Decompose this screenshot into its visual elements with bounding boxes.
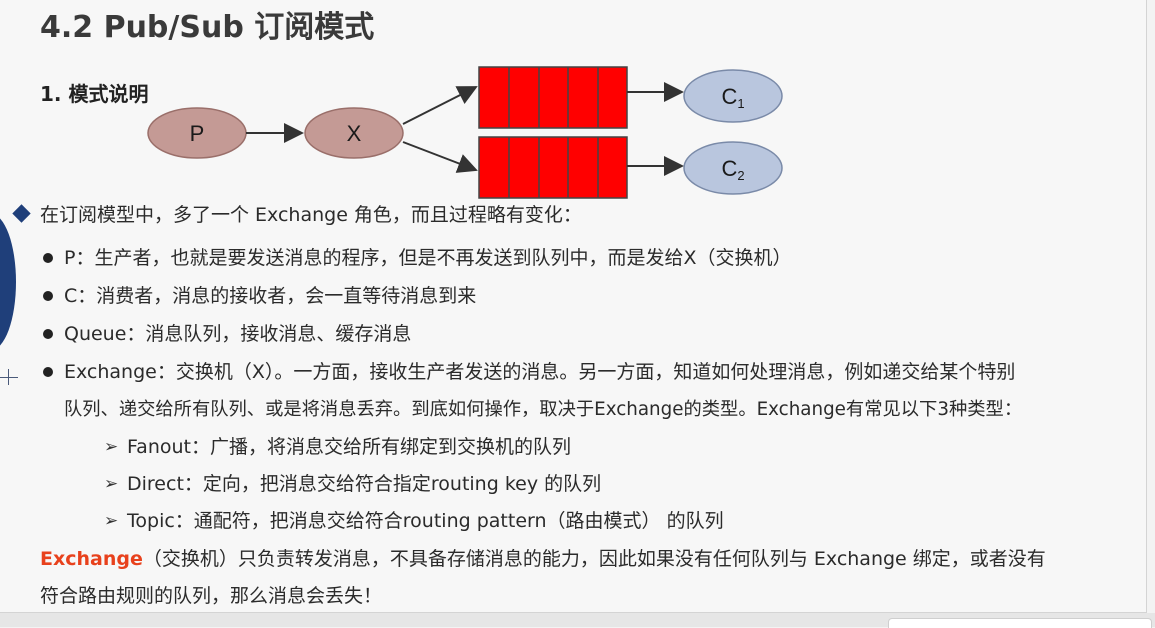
footer-input-box[interactable] [888,618,1152,628]
note-text-1: （交换机）只负责转发消息，不具备存储消息的能力，因此如果没有任何队列与 Exch… [142,548,1046,570]
type-fanout: Fanout：广播，将消息交给所有绑定到交换机的队列 [127,436,571,458]
bullet-exchange: Exchange：交换机（X）。一方面，接收生产者发送的消息。另一方面，知道如何… [64,361,1016,383]
consumer-1-subscript: 1 [737,96,744,111]
consumer-2-subscript: 2 [737,168,744,183]
consumer-2-node [683,141,783,195]
producer-label: P [190,121,205,146]
decorative-circle [0,214,16,350]
arrow-x-to-queue2 [402,141,478,173]
section-heading: 1. 模式说明 [40,82,149,106]
note-line-2: 符合路由规则的队列，那么消息会丢失！ [40,585,383,607]
note-line-1: Exchange（交换机）只负责转发消息，不具备存储消息的能力，因此如果没有任何… [40,547,1046,571]
page-title: 4.2 Pub/Sub 订阅模式 [40,10,375,45]
arrow-bullet-icon: ➢ [104,474,119,494]
pubsub-diagram: P X C1 C2 [147,66,783,199]
slide: 4.2 Pub/Sub 订阅模式 1. 模式说明 P X [0,0,1147,613]
bullet-dot-icon [43,329,53,339]
decorative-line [0,377,18,378]
decorative-tick [8,369,9,385]
intro-text: 在订阅模型中，多了一个 Exchange 角色，而且过程略有变化： [40,204,582,226]
type-direct: Direct：定向，把消息交给符合指定routing key 的队列 [127,473,602,495]
consumer-2-letter: C [721,156,737,181]
svg-text:C2: C2 [721,156,744,183]
arrow-bullet-icon: ➢ [104,437,119,457]
svg-text:C1: C1 [721,84,744,111]
queue-2 [478,136,628,199]
note-highlight: Exchange [40,548,143,570]
queue-1 [478,66,628,129]
bullet-dot-icon [43,253,53,263]
diamond-bullet-icon [12,204,31,223]
bullet-dot-icon [43,367,53,377]
type-topic: Topic：通配符，把消息交给符合routing pattern（路由模式） 的… [127,510,724,532]
arrow-x-to-queue1 [402,86,478,125]
exchange-label: X [347,121,362,146]
bullet-queue: Queue：消息队列，接收消息、缓存消息 [64,323,412,345]
bullet-consumer: C：消费者，消息的接收者，会一直等待消息到来 [64,285,477,307]
consumer-1-node [683,69,783,123]
bullet-exchange-continued: 队列、递交给所有队列、或是将消息丢弃。到底如何操作，取决于Exchange的类型… [64,399,1023,420]
exchange-node [304,107,404,159]
footer-strip [0,613,1155,627]
arrow-bullet-icon: ➢ [104,511,119,531]
consumer-1-letter: C [721,84,737,109]
bullet-dot-icon [43,291,53,301]
bullet-producer: P：生产者，也就是要发送消息的程序，但是不再发送到队列中，而是发给X（交换机） [64,247,792,269]
